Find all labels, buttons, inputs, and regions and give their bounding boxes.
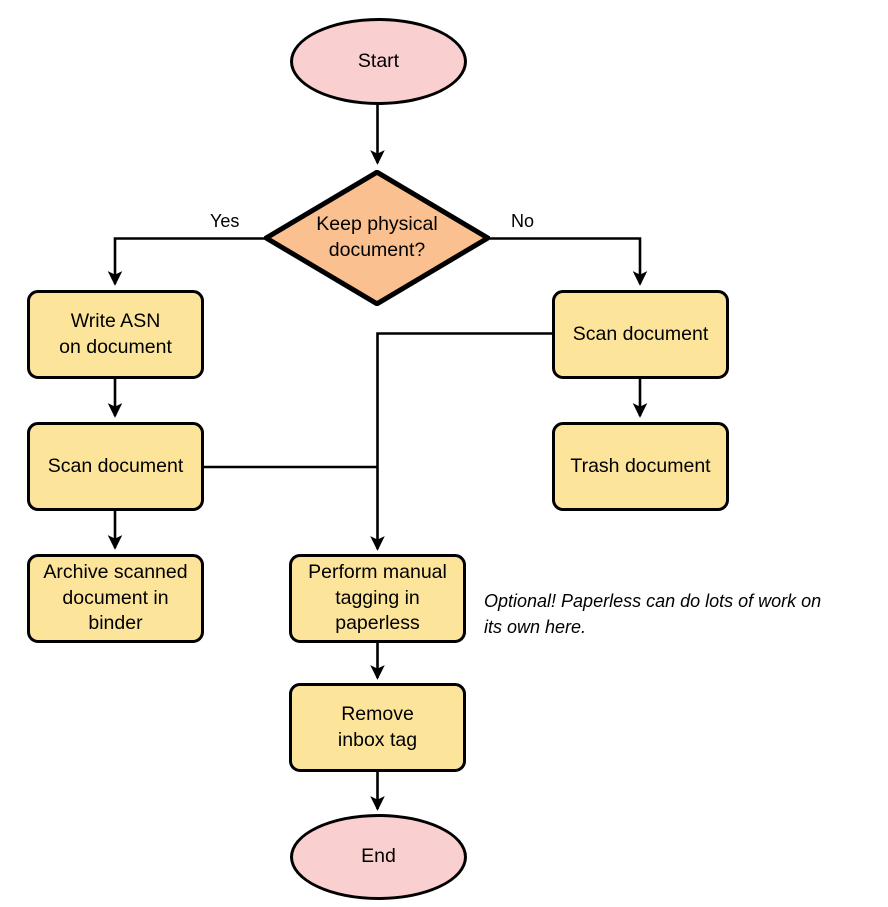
node-write-asn-on-document[interactable]: Write ASN on document xyxy=(27,290,204,379)
edge-scan-right-to-manual-tagging xyxy=(370,332,552,551)
node-trash-document[interactable]: Trash document xyxy=(552,422,729,511)
edge-label-yes: Yes xyxy=(210,211,240,231)
edge-label-no: No xyxy=(511,211,535,231)
node-remove-inbox-tag[interactable]: Remove inbox tag xyxy=(289,683,466,772)
node-perform-manual-tagging-in-paperless[interactable]: Perform manual tagging in paperless xyxy=(289,554,466,643)
node-start[interactable]: Start xyxy=(290,18,467,105)
node-scan-document-right[interactable]: Scan document xyxy=(552,290,729,379)
node-end[interactable]: End xyxy=(290,814,467,900)
diamond-shape xyxy=(264,170,490,306)
node-archive-scanned-document-in-binder[interactable]: Archive scanned document in binder xyxy=(27,554,204,643)
edge-decision-no-to-scan-right xyxy=(490,237,648,286)
node-decision-keep-physical-document[interactable]: Keep physical document? xyxy=(264,170,490,306)
edge-decision-yes-to-write-asn xyxy=(107,237,264,286)
node-scan-document-left[interactable]: Scan document xyxy=(27,422,204,511)
note-optional-paperless: Optional! Paperless can do lots of work … xyxy=(484,591,822,637)
node-decision-label: Keep physical document? xyxy=(316,213,438,261)
